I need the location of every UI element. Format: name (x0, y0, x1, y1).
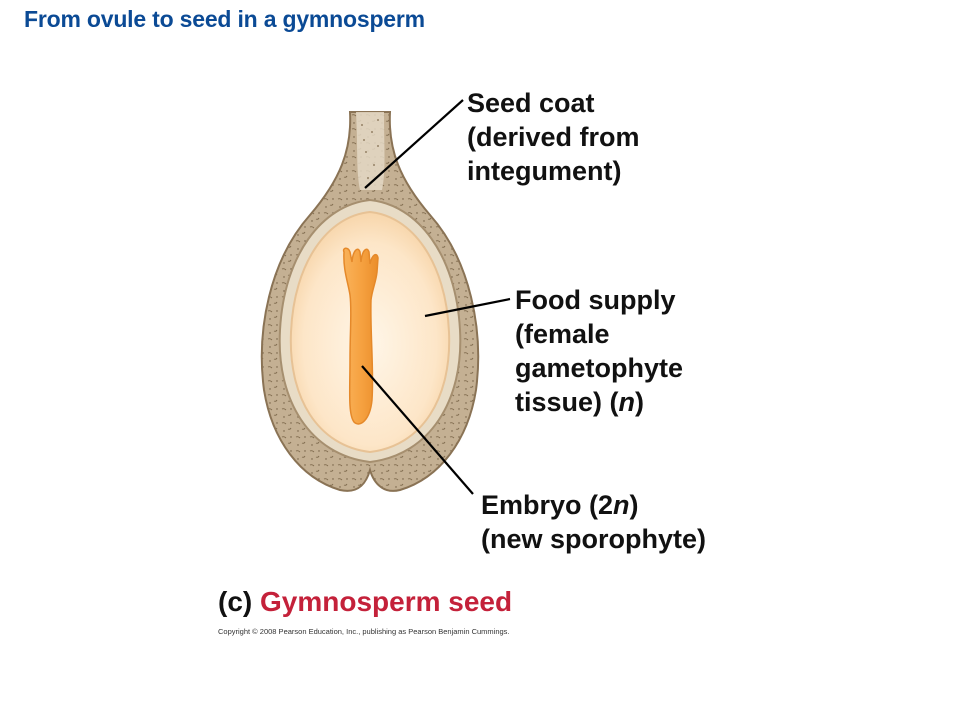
leader-line-food-supply (424, 297, 511, 318)
leader-line-seed-coat (364, 99, 464, 189)
caption-letter: (c) (218, 586, 253, 617)
micropyle (356, 112, 385, 190)
figure-caption: (c) Gymnosperm seed (218, 586, 512, 618)
label-food-supply: Food supply (female gametophyte tissue) … (515, 283, 683, 419)
label-embryo-line2: (new sporophyte) (481, 524, 707, 554)
embryo (342, 247, 379, 425)
label-embryo-line1: Embryo (2n) (481, 488, 706, 522)
label-seed-coat-line1: Seed coat (467, 88, 595, 118)
label-seed-coat-line3: integument) (467, 156, 622, 186)
page-title: From ovule to seed in a gymnosperm (24, 6, 425, 32)
label-seed-coat-line2: (derived from (467, 122, 640, 152)
label-food-supply-ploidy: n (618, 387, 636, 417)
label-food-supply-line4-prefix: tissue) ( (515, 387, 619, 417)
copyright-notice: Copyright © 2008 Pearson Education, Inc.… (218, 627, 510, 636)
label-seed-coat: Seed coat (derived from integument) (467, 86, 640, 188)
caption-name: Gymnosperm seed (260, 586, 513, 617)
label-embryo: Embryo (2n) (new sporophyte) (481, 488, 706, 556)
label-food-supply-line4: tissue) (n) (515, 385, 683, 419)
label-food-supply-line1: Food supply (515, 285, 676, 315)
leader-line-embryo (361, 365, 474, 495)
micropyle-dots (361, 119, 379, 179)
label-food-supply-line3: gametophyte (515, 353, 684, 383)
label-food-supply-line2: (female (515, 319, 610, 349)
label-food-supply-line4-suffix: ) (635, 387, 645, 417)
label-embryo-line1-prefix: Embryo (2 (481, 490, 614, 520)
label-embryo-line1-suffix: ) (629, 490, 639, 520)
label-embryo-ploidy: n (613, 490, 630, 520)
